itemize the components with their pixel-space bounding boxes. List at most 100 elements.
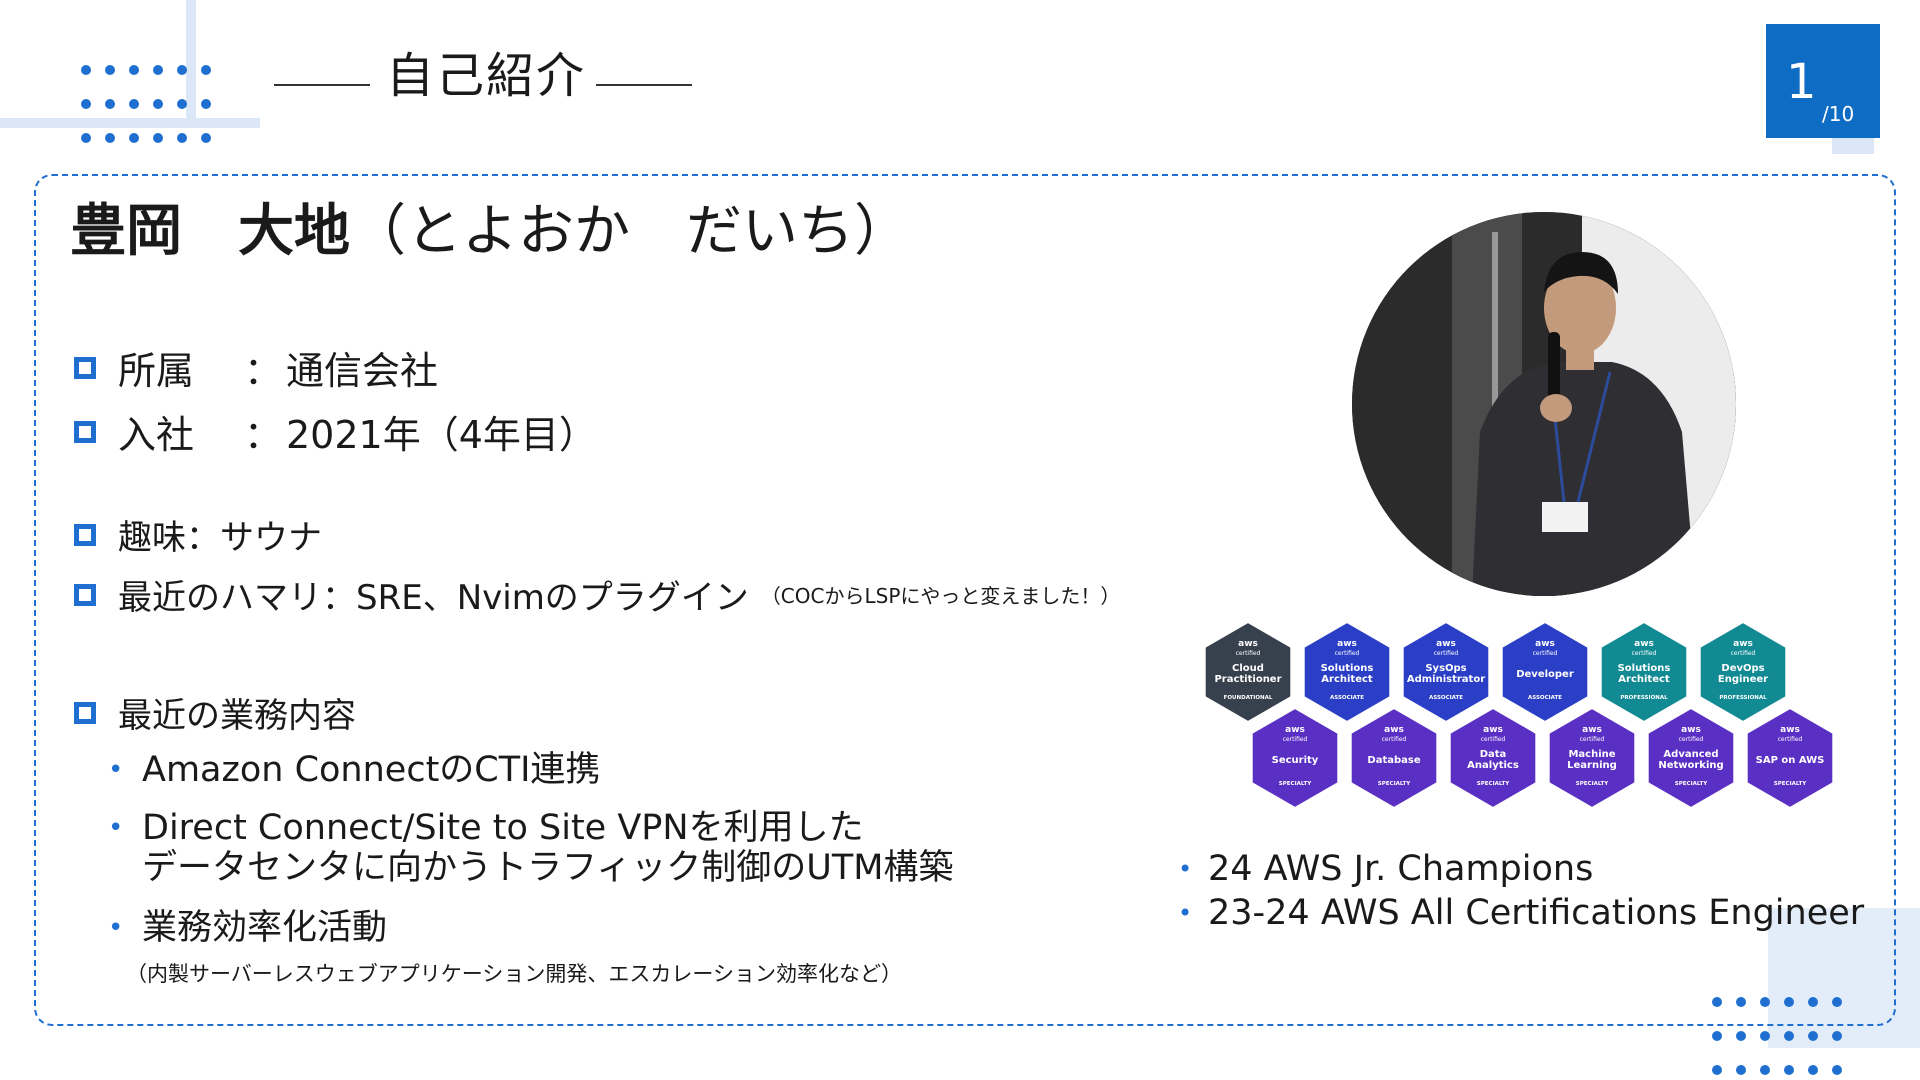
- badge-brand: aws: [1436, 639, 1456, 649]
- info-row-joined: 入社 ： 2021年（4年目）: [74, 404, 597, 459]
- badge-hexagon: [1349, 706, 1439, 810]
- badge-sub: certified: [1778, 736, 1803, 743]
- work-item-continuation: データセンタに向かうトラフィック制御のUTM構築: [142, 848, 954, 888]
- badge-line2: Architect: [1618, 674, 1670, 685]
- badge-line2: Learning: [1567, 760, 1617, 771]
- badge-sub: certified: [1283, 736, 1308, 743]
- badge-hexagon: [1745, 706, 1835, 810]
- badge-line1: Data: [1480, 749, 1507, 760]
- badge-level: ASSOCIATE: [1330, 695, 1364, 701]
- bullet-dot-icon: •: [108, 755, 124, 785]
- badge-line2: Analytics: [1467, 760, 1519, 771]
- badge-sub: certified: [1731, 650, 1756, 657]
- hobby-text: 趣味：サウナ: [118, 518, 322, 558]
- content-frame: [34, 174, 1896, 1026]
- badge-brand: aws: [1780, 725, 1800, 735]
- badge-hexagon: [1401, 620, 1491, 724]
- badge-brand: aws: [1733, 639, 1753, 649]
- certification-badge: awscertifiedCloudPractitionerFOUNDATIONA…: [1203, 620, 1293, 724]
- badge-sub: certified: [1679, 736, 1704, 743]
- badge-line2: Architect: [1321, 674, 1373, 685]
- name-kanji: 豊岡 大地: [70, 199, 350, 264]
- recent-hobby-note: （COCからLSPにやっと変えました！）: [760, 584, 1121, 608]
- profile-name: 豊岡 大地（とよおか だいち）: [70, 198, 910, 265]
- badge-sub: certified: [1335, 650, 1360, 657]
- joined-separator: ：: [244, 413, 283, 457]
- badge-line1: Database: [1367, 755, 1420, 766]
- badge-line1: DevOps: [1721, 663, 1764, 674]
- square-bullet-icon: [74, 701, 96, 724]
- badge-brand: aws: [1285, 725, 1305, 735]
- work-note: （内製サーバーレスウェブアプリケーション開発、エスカレーション効率化など）: [126, 962, 902, 986]
- work-item: • 業務効率化活動: [108, 908, 388, 948]
- square-bullet-icon: [74, 523, 96, 546]
- info-row-recent-hobby: 最近のハマリ：SRE、Nvimのプラグイン （COCからLSPにやっと変えました…: [74, 570, 1120, 619]
- badge-level: SPECIALTY: [1477, 781, 1510, 787]
- work-item: • Amazon ConnectのCTI連携: [108, 750, 601, 790]
- badge-line1: SAP on AWS: [1756, 755, 1825, 766]
- badge-hexagon: [1500, 620, 1590, 724]
- work-heading: 最近の業務内容: [118, 696, 356, 736]
- badge-sub: certified: [1533, 650, 1558, 657]
- page-current: 1: [1786, 54, 1817, 110]
- badge-line1: Developer: [1516, 669, 1574, 680]
- badge-level: SPECIALTY: [1378, 781, 1411, 787]
- badge-level: PROFESSIONAL: [1719, 695, 1767, 701]
- page-total: /10: [1822, 102, 1855, 126]
- page-indicator: 1 /10: [1766, 24, 1880, 138]
- info-row-hobby: 趣味：サウナ: [74, 510, 322, 559]
- affiliation-separator: ：: [244, 349, 283, 393]
- affiliation-label: 所属: [118, 349, 195, 393]
- badge-sub: certified: [1382, 736, 1407, 743]
- badge-brand: aws: [1582, 725, 1602, 735]
- badge-hexagon: [1599, 620, 1689, 724]
- joined-value: 2021年（4年目）: [286, 413, 597, 457]
- badge-line1: Advanced: [1663, 749, 1718, 760]
- badge-sub: certified: [1580, 736, 1605, 743]
- badge-level: ASSOCIATE: [1429, 695, 1463, 701]
- badge-sub: certified: [1481, 736, 1506, 743]
- badge-level: SPECIALTY: [1774, 781, 1807, 787]
- badge-hexagon: [1547, 706, 1637, 810]
- badge-brand: aws: [1238, 639, 1258, 649]
- title-rule-left: [274, 84, 370, 86]
- badge-line1: SysOps: [1425, 663, 1466, 674]
- badge-hexagon: [1302, 620, 1392, 724]
- affiliation-value: 通信会社: [286, 349, 439, 393]
- badge-line2: Networking: [1658, 760, 1723, 771]
- badge-level: SPECIALTY: [1279, 781, 1312, 787]
- bullet-dot-icon: •: [108, 913, 124, 943]
- badge-level: PROFESSIONAL: [1620, 695, 1668, 701]
- badge-line1: Cloud: [1232, 663, 1264, 674]
- badge-sub: certified: [1434, 650, 1459, 657]
- badge-brand: aws: [1535, 639, 1555, 649]
- badge-line1: Security: [1272, 755, 1319, 766]
- profile-photo: [1352, 212, 1736, 596]
- decor-dots-top-left: [81, 65, 211, 143]
- badge-line2: Practitioner: [1214, 674, 1281, 685]
- badge-hexagon: [1448, 706, 1538, 810]
- badge-level: FOUNDATIONAL: [1224, 695, 1273, 701]
- page-title: 自己紹介: [386, 48, 587, 104]
- certification-badge: awscertifiedSolutionsArchitectPROFESSION…: [1599, 620, 1689, 724]
- work-item: • Direct Connect/Site to Site VPNを利用した: [108, 808, 864, 848]
- badge-line1: Machine: [1568, 749, 1615, 760]
- info-row-work-heading: 最近の業務内容: [74, 688, 356, 737]
- decor-line-horizontal: [0, 118, 260, 128]
- badge-hexagon: [1203, 620, 1293, 724]
- bullet-dot-icon: •: [1178, 855, 1193, 883]
- joined-label: 入社: [118, 413, 195, 457]
- badge-hexagon: [1250, 706, 1340, 810]
- badge-brand: aws: [1483, 725, 1503, 735]
- badge-hexagon: [1698, 620, 1788, 724]
- badge-line1: Solutions: [1618, 663, 1671, 674]
